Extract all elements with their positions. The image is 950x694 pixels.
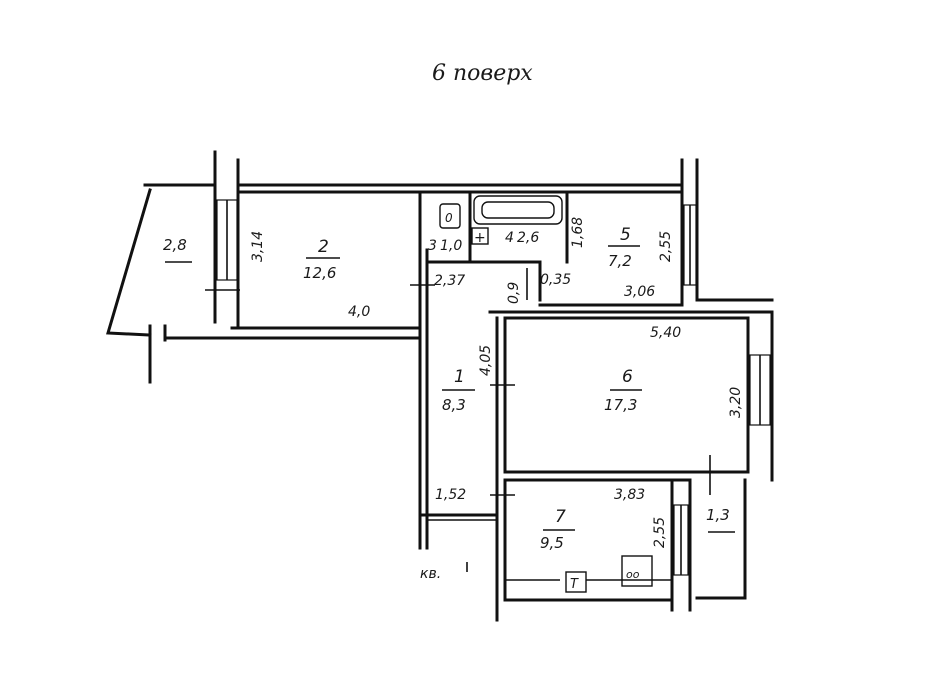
loggia-area: 1,3 — [706, 506, 730, 524]
room6-top-wall — [488, 310, 774, 320]
dim-hall-width: 2,37 — [434, 273, 465, 289]
room-labels: 2,8 2 12,6 3 1,0 4 2,6 5 7,2 1 8,3 6 17,… — [163, 225, 730, 552]
left-bottom-wall — [148, 324, 422, 384]
bath-area: 2,6 — [517, 230, 539, 246]
dimensions: 3,14 4,0 2,37 1,68 0,9 0,35 2,55 3,06 4,… — [250, 217, 744, 548]
dim-room2-width: 4,0 — [348, 304, 370, 320]
floor-label: 6 поверх — [432, 61, 533, 86]
dimension-ticks — [410, 268, 711, 496]
room2-right-wall — [418, 193, 429, 550]
dim-kitchen-corridor: 1,52 — [435, 487, 466, 503]
walls — [106, 150, 774, 622]
room6-bottom-wall — [503, 470, 750, 482]
room5-area: 7,2 — [608, 252, 632, 270]
dim-corridor-gap: 0,35 — [540, 272, 571, 288]
kitchen-walls — [503, 478, 674, 612]
bath-number: 4 — [505, 230, 514, 246]
room2-area: 12,6 — [303, 264, 336, 282]
dim-room5-width: 3,06 — [624, 284, 655, 300]
room6-left-wall — [495, 316, 507, 622]
fixtures: 0 + T oo — [439, 195, 672, 593]
dim-room6-height: 3,20 — [728, 387, 744, 418]
stove-icon — [621, 555, 653, 587]
bathtub-icon — [473, 195, 563, 225]
wc-wall — [425, 190, 542, 302]
balcony-area: 2,8 — [163, 236, 187, 254]
room2-number: 2 — [318, 237, 329, 257]
hall-area: 8,3 — [442, 396, 466, 414]
room6-right-wall — [695, 298, 774, 482]
wc-area: 1,0 — [440, 238, 462, 254]
apartment-label: кв. — [420, 566, 441, 582]
dim-kitchen-width: 3,83 — [614, 487, 645, 503]
dim-bath-width: 1,68 — [570, 217, 586, 248]
left-pillar — [213, 150, 240, 330]
kitchen-number: 7 — [555, 507, 566, 527]
kitchen-area: 9,5 — [540, 534, 564, 552]
room6-number: 6 — [622, 367, 633, 387]
dim-room2-height: 3,14 — [250, 231, 266, 262]
dim-room5-height: 2,55 — [658, 231, 674, 262]
loggia-walls — [688, 478, 747, 612]
dim-room6-width: 5,40 — [650, 325, 681, 341]
dim-kitchen-height: 2,55 — [652, 517, 668, 548]
room5-right-wall — [680, 158, 699, 307]
hall-number: 1 — [454, 367, 465, 387]
dim-hall-height: 4,05 — [478, 345, 494, 376]
room6-area: 17,3 — [604, 396, 637, 414]
fridge-icon — [565, 571, 587, 593]
room5-number: 5 — [620, 225, 631, 245]
windows — [205, 199, 771, 576]
sink-symbol: + — [474, 230, 486, 246]
toilet-symbol: 0 — [445, 211, 453, 225]
wc-number: 3 — [428, 238, 437, 254]
toilet-icon — [439, 203, 461, 229]
stove-symbol: oo — [626, 568, 640, 581]
fridge-symbol: T — [570, 577, 579, 592]
sink-icon — [471, 227, 489, 245]
dim-bath-depth: 0,9 — [506, 282, 522, 304]
balcony-outline — [106, 188, 152, 337]
